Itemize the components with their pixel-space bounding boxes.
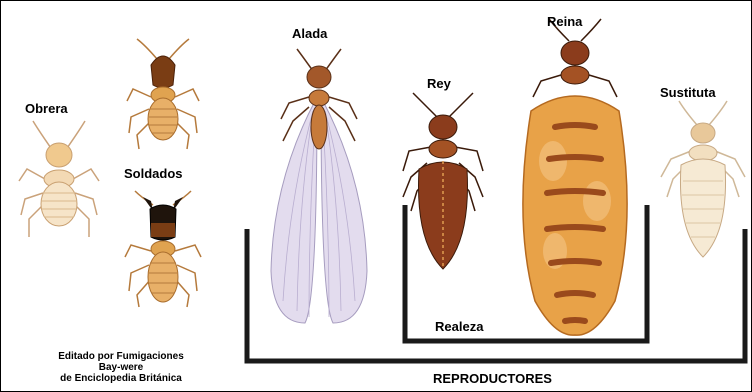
soldier-termite-top [127,39,199,149]
alate-termite [271,49,367,323]
label-alate: Alada [292,26,327,41]
label-royalty: Realeza [435,319,483,334]
worker-termite [19,121,99,237]
label-queen: Reina [547,14,582,29]
queen-termite [523,19,627,335]
credit-line-1: Editado por Fumigaciones [21,351,221,362]
soldier-termite-bottom [125,191,201,307]
substitute-termite [661,101,745,257]
label-substitute: Sustituta [660,85,716,100]
label-worker: Obrera [25,101,68,116]
label-soldiers: Soldados [124,166,183,181]
label-reproductives: REPRODUCTORES [433,371,552,386]
credit-text: Editado por Fumigaciones Bay-were de Enc… [21,351,221,384]
label-king: Rey [427,76,451,91]
credit-line-3: de Enciclopedia Británica [21,373,221,384]
king-termite [403,93,483,269]
credit-line-2: Bay-were [21,362,221,373]
